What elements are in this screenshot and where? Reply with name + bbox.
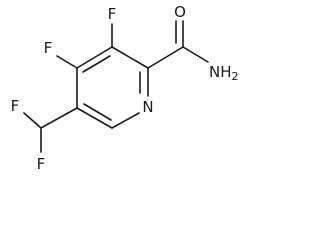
bond-c5-c6-inner bbox=[83, 103, 112, 121]
atom-label-f-chf2-bottom: F bbox=[37, 155, 46, 173]
bond-c4-f bbox=[56, 55, 78, 69]
atom-label-f-chf2-top: F bbox=[11, 97, 20, 115]
bond-c3-c4 bbox=[76, 46, 113, 69]
bond-c2-carbonyl bbox=[147, 46, 184, 69]
atom-label-f-left: F bbox=[44, 39, 53, 57]
bond-carbonyl-n bbox=[182, 46, 209, 63]
bond-c5-c6 bbox=[76, 107, 113, 129]
bond-c5-chf2 bbox=[40, 107, 78, 129]
atom-label-amide-n: NH2 bbox=[209, 63, 238, 83]
atom-label-f-top: F bbox=[108, 5, 117, 23]
atom-label-o-carbonyl: O bbox=[174, 3, 186, 21]
atom-labels: F F O NH2 N F F bbox=[11, 3, 238, 173]
amide-h-subscript: 2 bbox=[232, 70, 239, 83]
bond-c3-c4-inner bbox=[82, 55, 111, 73]
amide-n-symbol: NH bbox=[209, 63, 232, 81]
bond-chf2-f-top bbox=[23, 112, 42, 129]
substituent-bonds bbox=[23, 20, 209, 153]
structure-diagram: F F O NH2 N F F bbox=[11, 3, 238, 173]
pyridine-ring bbox=[76, 46, 149, 129]
bond-c6-n1 bbox=[111, 112, 140, 129]
bond-c2-c3 bbox=[111, 46, 149, 69]
atom-label-ring-n: N bbox=[142, 98, 153, 116]
